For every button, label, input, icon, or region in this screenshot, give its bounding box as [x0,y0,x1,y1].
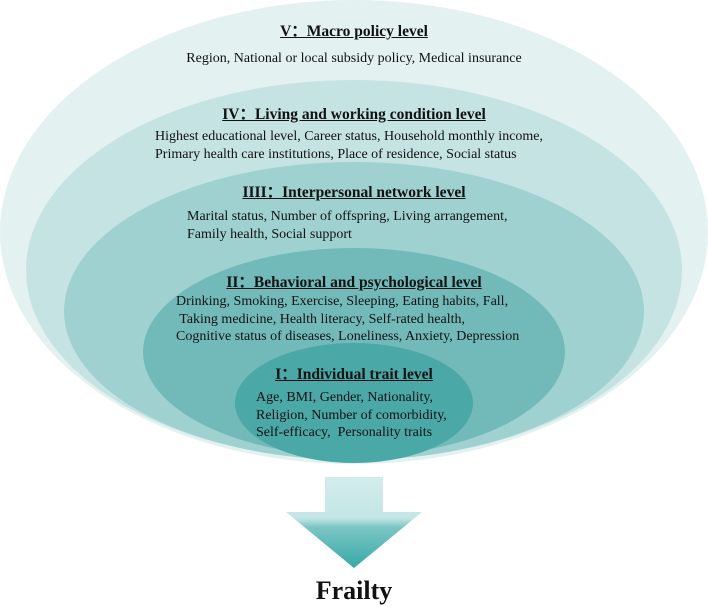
level-4-title: IV：Living and working condition level [222,106,486,123]
level-1-title: I：Individual trait level [275,366,433,383]
item-line: Self-efficacy, Personality traits [256,425,433,440]
item-line: Family health, Social support [187,226,352,242]
level-5-items: Region, National or local subsidy policy… [0,50,708,68]
level-3-title: IIII：Interpersonal network level [242,184,466,201]
level-5-title: V：Macro policy level [280,23,428,40]
down-arrow-icon [286,477,422,568]
level-2-items: Drinking, Smoking, Exercise, Sleeping, E… [176,293,519,346]
item-line: Taking medicine, Health literacy, Self-r… [176,311,466,327]
level-1-items: Age, BMI, Gender, Nationality, Religion, … [256,389,447,442]
item-line: Age, BMI, Gender, Nationality, [256,390,433,405]
level-4-items: Highest educational level, Career status… [155,128,543,163]
outcome-label: Frailty [315,576,393,605]
level-1-ellipse [235,343,473,463]
item-line: Highest educational level, Career status… [155,129,544,144]
item-line: Religion, Number of comorbidity, [256,407,447,423]
item-line: Cognitive status of diseases, Loneliness… [176,329,520,344]
item-line: Primary health care institutions, Place … [155,146,517,162]
level-2-title: II：Behavioral and psychological level [226,274,482,291]
item-line: Drinking, Smoking, Exercise, Sleeping, E… [176,294,509,309]
item-line: Marital status, Number of offspring, Liv… [187,209,508,224]
level-3-items: Marital status, Number of offspring, Liv… [187,208,508,243]
item-line: Region, National or local subsidy policy… [186,51,522,66]
